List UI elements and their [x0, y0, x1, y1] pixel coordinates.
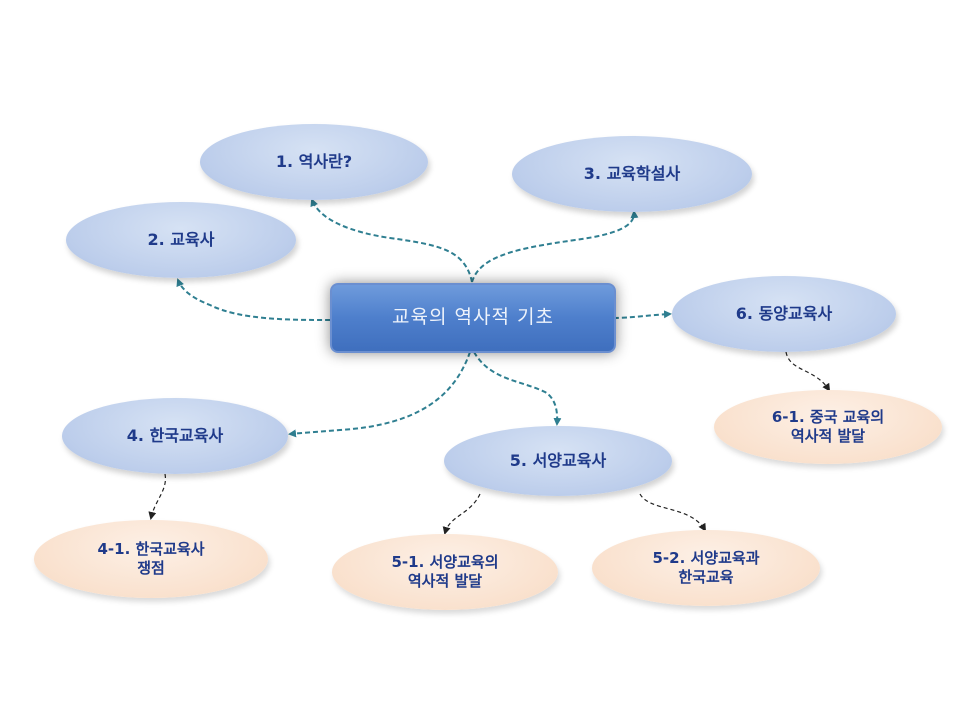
- subtopic-line1: 4-1. 한국교육사: [97, 540, 205, 559]
- topic-node-eastern-education-history[interactable]: 6. 동양교육사: [672, 276, 896, 352]
- connector-center-to-1: [310, 198, 473, 283]
- subtopic-line2: 쟁점: [137, 559, 165, 577]
- subtopic-line1: 5-2. 서양교육과: [652, 549, 760, 568]
- subtopic-line2: 한국교육: [678, 568, 734, 586]
- subtopic-node-chinese-education-development[interactable]: 6-1. 중국 교육의 역사적 발달: [714, 390, 942, 464]
- topic-label: 6. 동양교육사: [735, 304, 833, 323]
- topic-node-educational-theory-history[interactable]: 3. 교육학설사: [512, 136, 752, 212]
- topic-label: 1. 역사란?: [275, 152, 353, 171]
- topic-node-western-education-history[interactable]: 5. 서양교육사: [444, 426, 672, 496]
- connector-center-to-4: [288, 351, 471, 438]
- topic-label: 4. 한국교육사: [126, 426, 224, 445]
- topic-node-education-history[interactable]: 2. 교육사: [66, 202, 296, 278]
- topic-label: 2. 교육사: [147, 230, 215, 249]
- subtopic-line1: 6-1. 중국 교육의: [771, 408, 885, 427]
- topic-label: 5. 서양교육사: [509, 451, 607, 470]
- connector-center-to-3: [471, 210, 639, 283]
- connector-6-to-61: [785, 351, 831, 392]
- subtopic-line2: 역사적 발달: [790, 427, 866, 445]
- central-topic-node[interactable]: 교육의 역사적 기초: [330, 283, 616, 353]
- connector-4-to-41: [148, 473, 167, 520]
- subtopic-line2: 역사적 발달: [407, 572, 483, 590]
- topic-node-korean-education-history[interactable]: 4. 한국교육사: [62, 398, 288, 474]
- topic-node-what-is-history[interactable]: 1. 역사란?: [200, 124, 428, 200]
- connector-5-to-51: [442, 493, 481, 535]
- subtopic-node-western-education-development[interactable]: 5-1. 서양교육의 역사적 발달: [332, 534, 558, 610]
- connector-center-to-6: [613, 310, 672, 319]
- subtopic-node-western-and-korean-education[interactable]: 5-2. 서양교육과 한국교육: [592, 530, 820, 606]
- subtopic-line1: 5-1. 서양교육의: [391, 553, 499, 572]
- connector-5-to-52: [639, 493, 707, 532]
- central-topic-label: 교육의 역사적 기초: [392, 306, 554, 329]
- connector-center-to-2: [176, 278, 331, 321]
- subtopic-node-korean-education-issues[interactable]: 4-1. 한국교육사 쟁점: [34, 520, 268, 598]
- topic-label: 3. 교육학설사: [583, 164, 681, 183]
- connector-center-to-5: [473, 351, 562, 426]
